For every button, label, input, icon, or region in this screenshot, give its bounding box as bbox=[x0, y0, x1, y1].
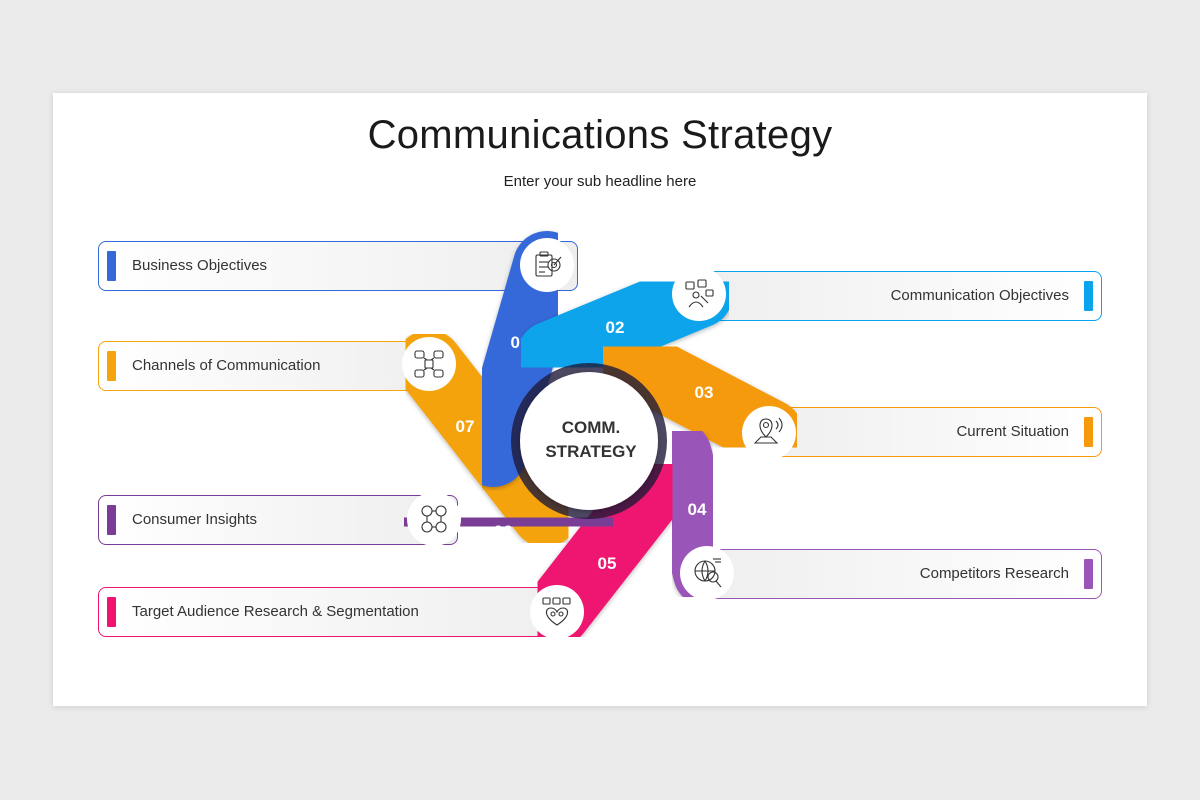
petal-01-icon-circle bbox=[520, 238, 574, 292]
label-text: Business Objectives bbox=[132, 257, 268, 274]
label-color-bar bbox=[1084, 417, 1093, 447]
center-label-line1: COMM. bbox=[562, 418, 621, 437]
label-consumer-insights: Consumer Insights bbox=[98, 495, 458, 545]
network-people-icon bbox=[421, 505, 447, 533]
label-text: Channels of Communication bbox=[132, 357, 321, 374]
petal-04-number: 04 bbox=[688, 500, 707, 519]
label-color-bar bbox=[107, 597, 116, 627]
slide: Communications Strategy Enter your sub h… bbox=[53, 93, 1147, 706]
petal-04-icon-circle bbox=[680, 546, 734, 600]
page-title: Communications Strategy bbox=[367, 113, 833, 157]
label-color-bar bbox=[1084, 281, 1093, 311]
label-text: Competitors Research bbox=[919, 565, 1069, 582]
label-color-bar bbox=[107, 505, 116, 535]
label-communication-objectives: Communication Objectives bbox=[688, 271, 1102, 321]
channels-icon bbox=[414, 350, 444, 378]
label-text: Communication Objectives bbox=[890, 287, 1069, 304]
page-subtitle: Enter your sub headline here bbox=[503, 173, 697, 190]
label-text: Target Audience Research & Segmentation bbox=[132, 603, 419, 620]
label-color-bar bbox=[107, 351, 116, 381]
petal-06: 06 bbox=[400, 485, 617, 559]
clipboard-target-icon bbox=[535, 251, 562, 277]
audience-heart-icon bbox=[542, 597, 571, 626]
label-competitors-research: Competitors Research bbox=[693, 549, 1102, 599]
label-text: Current Situation bbox=[956, 423, 1069, 440]
petal-05-number: 05 bbox=[598, 554, 617, 573]
map-pin-signal-icon bbox=[753, 417, 783, 444]
petal-07-icon-circle bbox=[402, 337, 456, 391]
petal-06-icon-circle bbox=[407, 492, 461, 546]
label-text: Consumer Insights bbox=[132, 511, 258, 528]
label-color-bar bbox=[107, 251, 116, 281]
center-disc bbox=[520, 372, 658, 510]
strategy-wheel: 07 01 02 03 04 05 06 bbox=[395, 231, 803, 646]
label-current-situation: Current Situation bbox=[753, 407, 1102, 457]
media-person-icon bbox=[685, 279, 714, 308]
label-business-objectives: Business Objectives bbox=[98, 241, 578, 291]
center-label-line2: STRATEGY bbox=[545, 442, 637, 461]
petal-03-number: 03 bbox=[695, 383, 714, 402]
label-target-audience: Target Audience Research & Segmentation bbox=[98, 587, 578, 637]
petal-06-number: 06 bbox=[494, 522, 513, 541]
globe-magnifier-icon bbox=[694, 558, 722, 588]
label-color-bar bbox=[1084, 559, 1093, 589]
